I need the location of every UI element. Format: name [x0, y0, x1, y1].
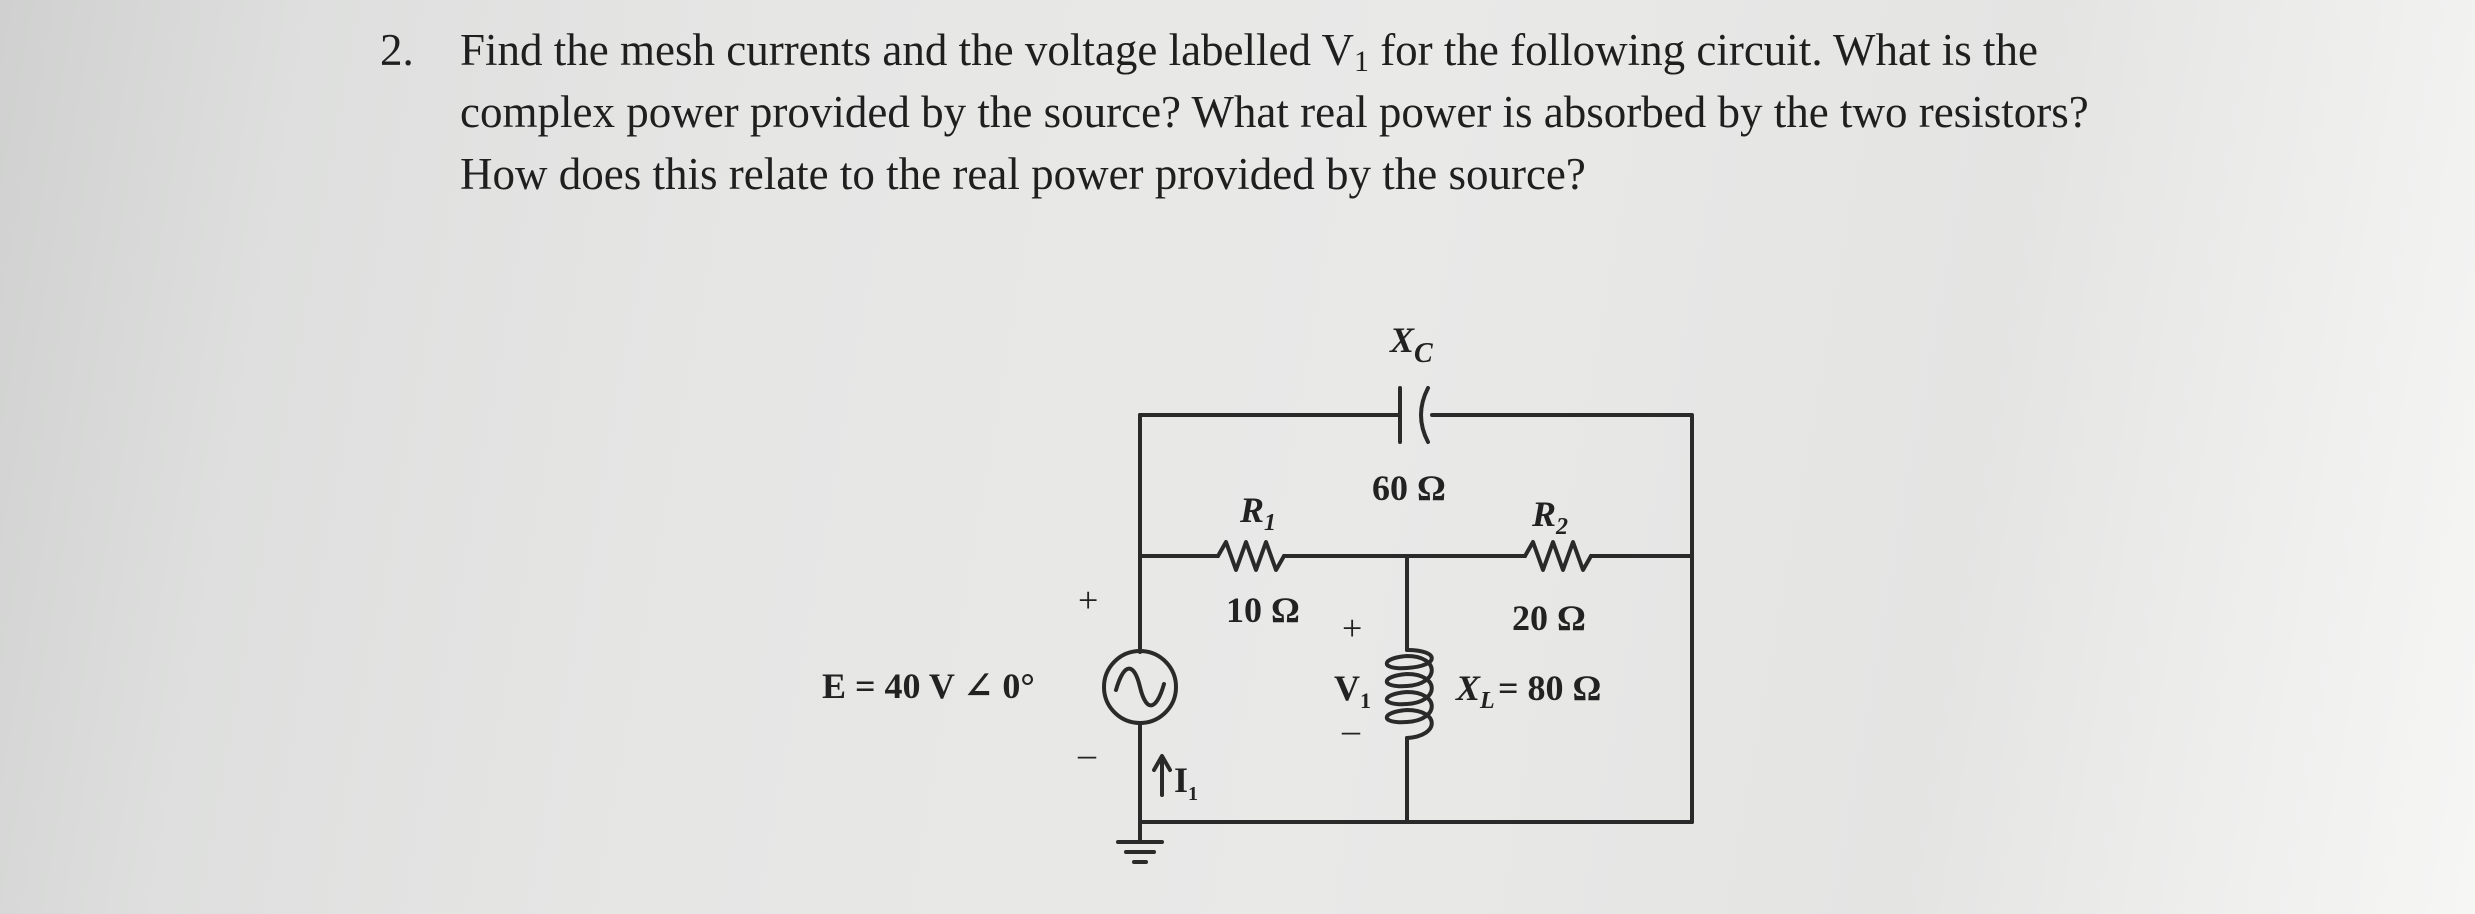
problem-line-1-end: for the following circuit. What is the: [1368, 25, 2038, 75]
v1-plus-sign: +: [1342, 608, 1362, 648]
problem-line-3: How does this relate to the real power p…: [460, 149, 1586, 199]
r2-value: 20 Ω: [1512, 598, 1586, 638]
problem-line-1-start: Find the mesh currents and the voltage l…: [460, 25, 1354, 75]
source-label: E = 40 V ∠ 0°: [822, 666, 1035, 706]
resistor-r2-icon: [1523, 540, 1593, 572]
sine-wave-icon: [1114, 666, 1166, 708]
mesh-current-label: I1: [1174, 760, 1198, 805]
v1-label: V1: [1334, 668, 1371, 713]
source-plus-sign: +: [1078, 580, 1098, 620]
r1-label: R1: [1239, 490, 1276, 536]
mesh-current-arrow-icon: [1152, 754, 1172, 797]
problem-line-1-subscript: 1: [1353, 45, 1369, 78]
inductor-icon: [1385, 648, 1434, 740]
ground-icon: [1116, 820, 1164, 864]
problem-line-2: complex power provided by the source? Wh…: [460, 87, 2089, 137]
r1-value: 10 Ω: [1226, 590, 1300, 630]
wire-top-right: [1430, 413, 1694, 824]
capacitor-value: 60 Ω: [1372, 468, 1446, 508]
inductor-value: = 80 Ω: [1498, 668, 1601, 708]
capacitor-icon: [1398, 386, 1430, 444]
inductor-label: XL: [1455, 668, 1495, 714]
source-minus-sign: –: [1077, 734, 1097, 774]
resistor-r1-icon: [1216, 540, 1286, 572]
r2-label: R2: [1531, 494, 1568, 540]
problem-number: 2.: [380, 25, 414, 75]
problem-line-1: Find the mesh currents and the voltage l…: [460, 18, 2038, 94]
v1-minus-sign: –: [1341, 710, 1361, 750]
capacitor-label: XC: [1389, 320, 1433, 369]
